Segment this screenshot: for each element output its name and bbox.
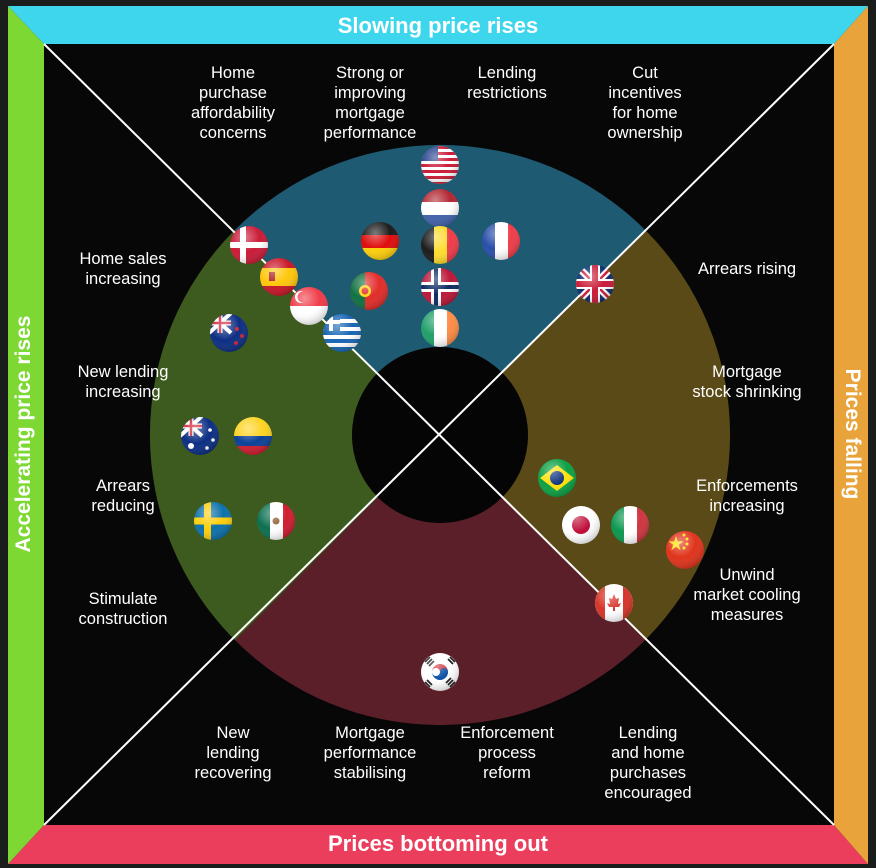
band-title-right: Prices falling — [841, 368, 864, 500]
factor-label-bottom-1: New lending recovering — [194, 724, 272, 782]
factor-label-left-2: New lending increasing — [77, 363, 169, 401]
ireland-flag-icon[interactable]: Ireland — [420, 308, 460, 348]
singapore-flag-icon[interactable]: Singapore — [289, 286, 329, 326]
factor-label-bottom-3: Enforcement process reform — [460, 724, 554, 782]
band-bottom — [8, 825, 868, 864]
mexico-flag-icon[interactable]: Mexico — [256, 501, 296, 541]
belgium-flag-icon[interactable]: Belgium — [420, 225, 460, 265]
canada-flag-icon[interactable]: Canada — [594, 583, 634, 623]
band-title-bottom: Prices bottoming out — [328, 831, 548, 856]
france-flag-icon[interactable]: France — [481, 221, 521, 261]
factor-label-top-4: Cut incentives for home ownership — [607, 64, 683, 142]
factor-label-top-2: Strong or improving mortgage performance — [323, 64, 417, 142]
japan-flag-icon[interactable]: Japan — [561, 505, 601, 545]
italy-flag-icon[interactable]: Italy — [610, 505, 650, 545]
factor-label-left-3: Arrears reducing — [91, 477, 155, 515]
norway-flag-icon[interactable]: Norway — [420, 267, 460, 307]
band-title-top: Slowing price rises — [337, 13, 539, 38]
diagonal-line-2 — [43, 43, 835, 826]
factor-label-top-1: Home purchase affordability concerns — [190, 64, 276, 142]
factor-label-right-4: Unwind market cooling measures — [693, 566, 801, 624]
factor-label-bottom-4: Lending and home purchases encouraged — [604, 724, 692, 802]
portugal-flag-icon[interactable]: Portugal — [349, 271, 389, 311]
uk-flag-icon[interactable]: United Kingdom — [575, 264, 615, 304]
band-left — [8, 6, 44, 864]
new-zealand-flag-icon[interactable]: New Zealand — [209, 313, 249, 353]
south-korea-flag-icon[interactable]: South Korea — [420, 652, 460, 692]
netherlands-flag-icon[interactable]: Netherlands — [420, 188, 460, 228]
factor-label-right-2: Mortgage stock shrinking — [692, 363, 802, 401]
china-flag-icon[interactable]: China — [665, 530, 705, 570]
ring-quadrant-bottom — [234, 497, 646, 726]
factor-label-right-1: Arrears rising — [697, 260, 797, 278]
germany-flag-icon[interactable]: Germany — [360, 221, 400, 261]
factor-label-bottom-2: Mortgage performance stabilising — [323, 724, 417, 782]
factor-label-top-3: Lending restrictions — [467, 64, 547, 102]
band-title-left: Accelerating price rises — [12, 315, 35, 553]
factor-label-left-4: Stimulate construction — [78, 590, 168, 628]
brazil-flag-icon[interactable]: Brazil — [537, 458, 577, 498]
sweden-flag-icon[interactable]: Sweden — [193, 501, 233, 541]
band-right — [834, 6, 868, 864]
denmark-flag-icon[interactable]: Denmark — [229, 225, 269, 265]
factor-label-left-1: Home sales increasing — [79, 250, 167, 288]
factor-label-right-3: Enforcements increasing — [696, 477, 798, 515]
greece-flag-icon[interactable]: Greece — [322, 313, 362, 353]
spain-flag-icon[interactable]: Spain — [259, 257, 299, 297]
colombia-flag-icon[interactable]: Colombia — [233, 416, 273, 456]
band-top — [8, 6, 868, 44]
